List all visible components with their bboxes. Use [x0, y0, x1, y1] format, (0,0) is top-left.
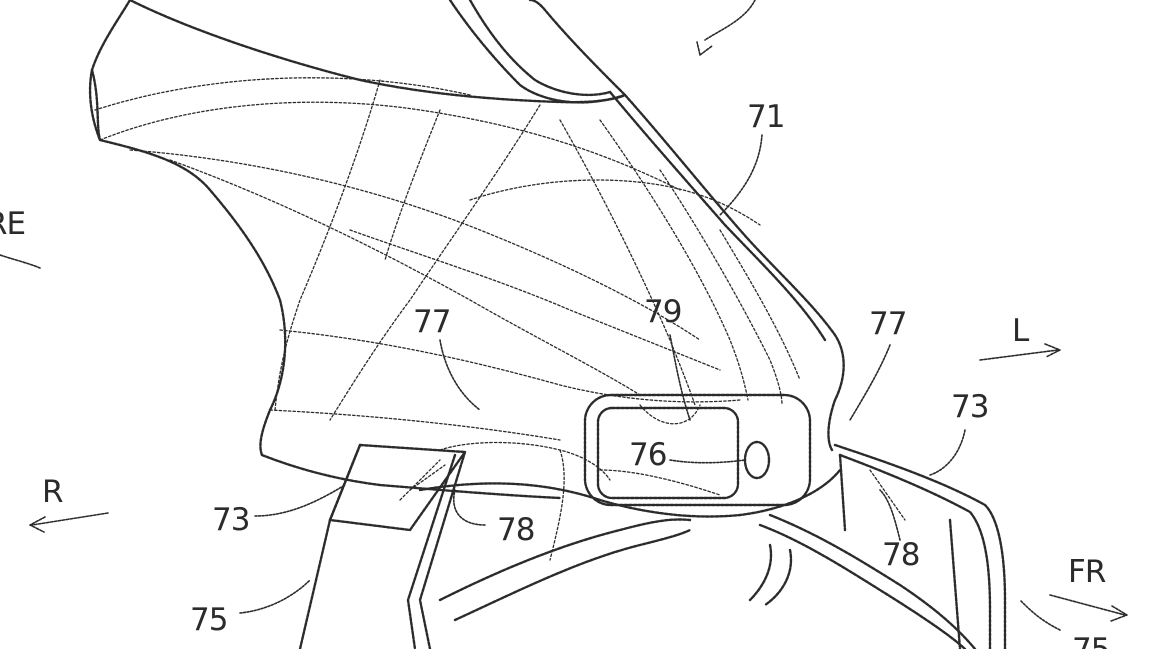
direction-arrows: [0, 42, 1127, 621]
label-73-right: 73: [951, 389, 988, 425]
cowl-body: [90, 0, 844, 498]
meter-housing: [585, 395, 810, 505]
label-77-left: 77: [413, 304, 450, 340]
cowl-surface-lines: [95, 78, 800, 440]
label-75-right: 75: [1072, 632, 1109, 649]
label-79: 79: [644, 294, 681, 330]
label-76: 76: [629, 437, 666, 473]
label-direction-re: RE: [0, 206, 25, 242]
label-direction-l: L: [1012, 313, 1030, 349]
right-deflector: [835, 445, 1005, 649]
label-73-left: 73: [212, 502, 249, 538]
label-78-left: 78: [497, 512, 534, 548]
label-direction-r: R: [42, 474, 63, 510]
label-71: 71: [747, 99, 784, 135]
label-78-right: 78: [882, 537, 919, 573]
label-direction-fr: FR: [1068, 554, 1106, 590]
reference-labels: 71 77 79 77 76 73 73 78 78 75 75 RE L R …: [0, 99, 1109, 649]
label-77-right: 77: [869, 306, 906, 342]
label-75-left: 75: [190, 602, 227, 638]
